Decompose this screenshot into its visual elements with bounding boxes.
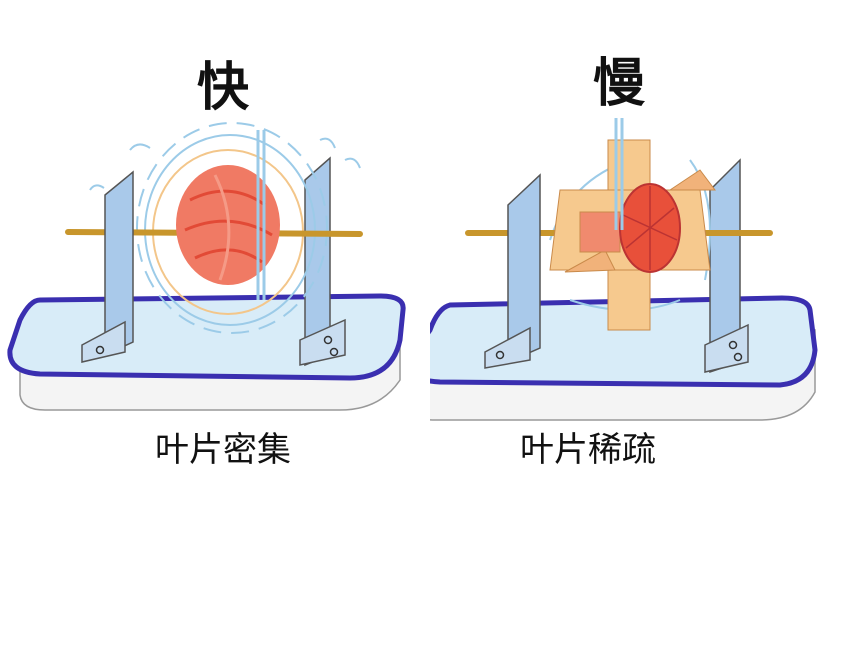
speed-label-slow: 慢	[593, 54, 646, 114]
dense-waterwheel-illustration	[7, 122, 406, 411]
left-stand	[484, 173, 541, 369]
speed-label-fast: 快	[197, 58, 250, 118]
sparse-waterwheel-illustration	[430, 118, 818, 421]
caption-dense-blades: 叶片密集	[155, 430, 291, 470]
water-stream	[614, 118, 624, 230]
water-stream	[256, 130, 266, 300]
sparse-wheel	[549, 139, 716, 331]
right-stand	[704, 158, 749, 374]
panel-sparse-blades: 慢 叶片稀疏	[430, 0, 860, 645]
left-stand	[81, 170, 134, 363]
right-stand	[299, 156, 346, 367]
caption-sparse-blades: 叶片稀疏	[520, 430, 656, 470]
dense-wheel	[176, 165, 280, 285]
panel-dense-blades: 快 叶片密集	[7, 58, 406, 470]
